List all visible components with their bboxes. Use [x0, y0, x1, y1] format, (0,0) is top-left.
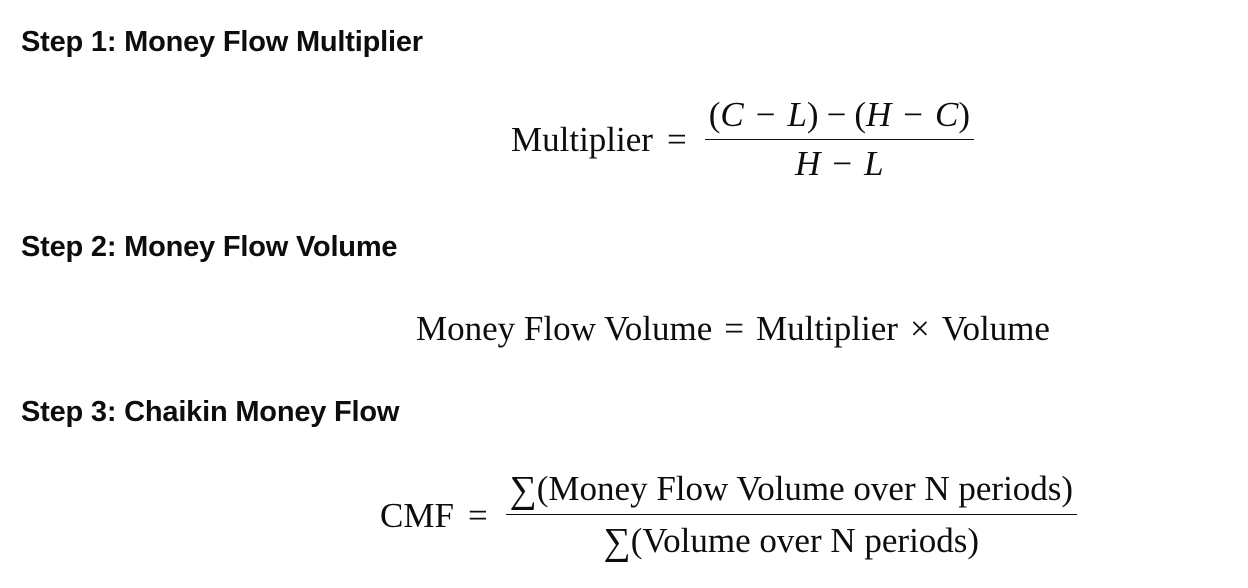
fraction: ∑(Money Flow Volume over N periods) ∑(Vo…	[505, 468, 1078, 564]
step-1-heading: Step 1: Money Flow Multiplier	[21, 26, 423, 58]
step-2-heading: Step 2: Money Flow Volume	[21, 231, 398, 263]
fraction: (C−L)−(H−C) H−L	[704, 95, 975, 184]
paren: (	[854, 95, 866, 134]
summation-icon: ∑	[603, 521, 631, 564]
numerator: ∑(Money Flow Volume over N periods)	[506, 468, 1077, 511]
summation-icon: ∑	[509, 469, 537, 511]
formula-lhs: Multiplier	[511, 120, 653, 160]
fraction-bar	[505, 513, 1078, 516]
equals-sign: =	[666, 120, 687, 160]
fraction-bar	[704, 138, 975, 141]
minus-sign: −	[826, 95, 847, 134]
paren: )	[958, 95, 971, 134]
denominator: ∑(Volume over N periods)	[600, 520, 983, 564]
low-variable: L	[864, 144, 884, 184]
denominator-text: (Volume over N periods)	[630, 521, 980, 561]
equals-sign: =	[467, 495, 488, 535]
step-3-heading: Step 3: Chaikin Money Flow	[21, 396, 400, 428]
formula-rhs-multiplier: Multiplier	[756, 309, 898, 348]
cmf-formula: CMF = ∑(Money Flow Volume over N periods…	[380, 468, 1078, 564]
paren: (	[708, 95, 721, 134]
minus-sign: −	[832, 144, 853, 184]
formula-lhs: CMF	[380, 495, 454, 535]
denominator: H−L	[791, 144, 888, 184]
high-variable: H	[865, 95, 892, 134]
formula-rhs-volume: Volume	[941, 309, 1050, 348]
money-flow-volume-formula: Money Flow Volume = Multiplier × Volume	[416, 311, 1050, 346]
minus-sign: −	[755, 95, 776, 134]
multiplier-formula: Multiplier = (C−L)−(H−C) H−L	[511, 95, 975, 184]
minus-sign: −	[903, 95, 924, 134]
close-variable: C	[935, 95, 959, 134]
equals-sign: =	[724, 309, 744, 348]
close-variable: C	[720, 95, 744, 134]
paren: )	[806, 95, 819, 134]
numerator-text: (Money Flow Volume over N periods)	[536, 469, 1074, 508]
formula-lhs: Money Flow Volume	[416, 309, 713, 348]
high-variable: H	[795, 144, 821, 184]
times-sign: ×	[909, 309, 930, 348]
low-variable: L	[787, 95, 807, 134]
numerator: (C−L)−(H−C)	[705, 95, 974, 135]
